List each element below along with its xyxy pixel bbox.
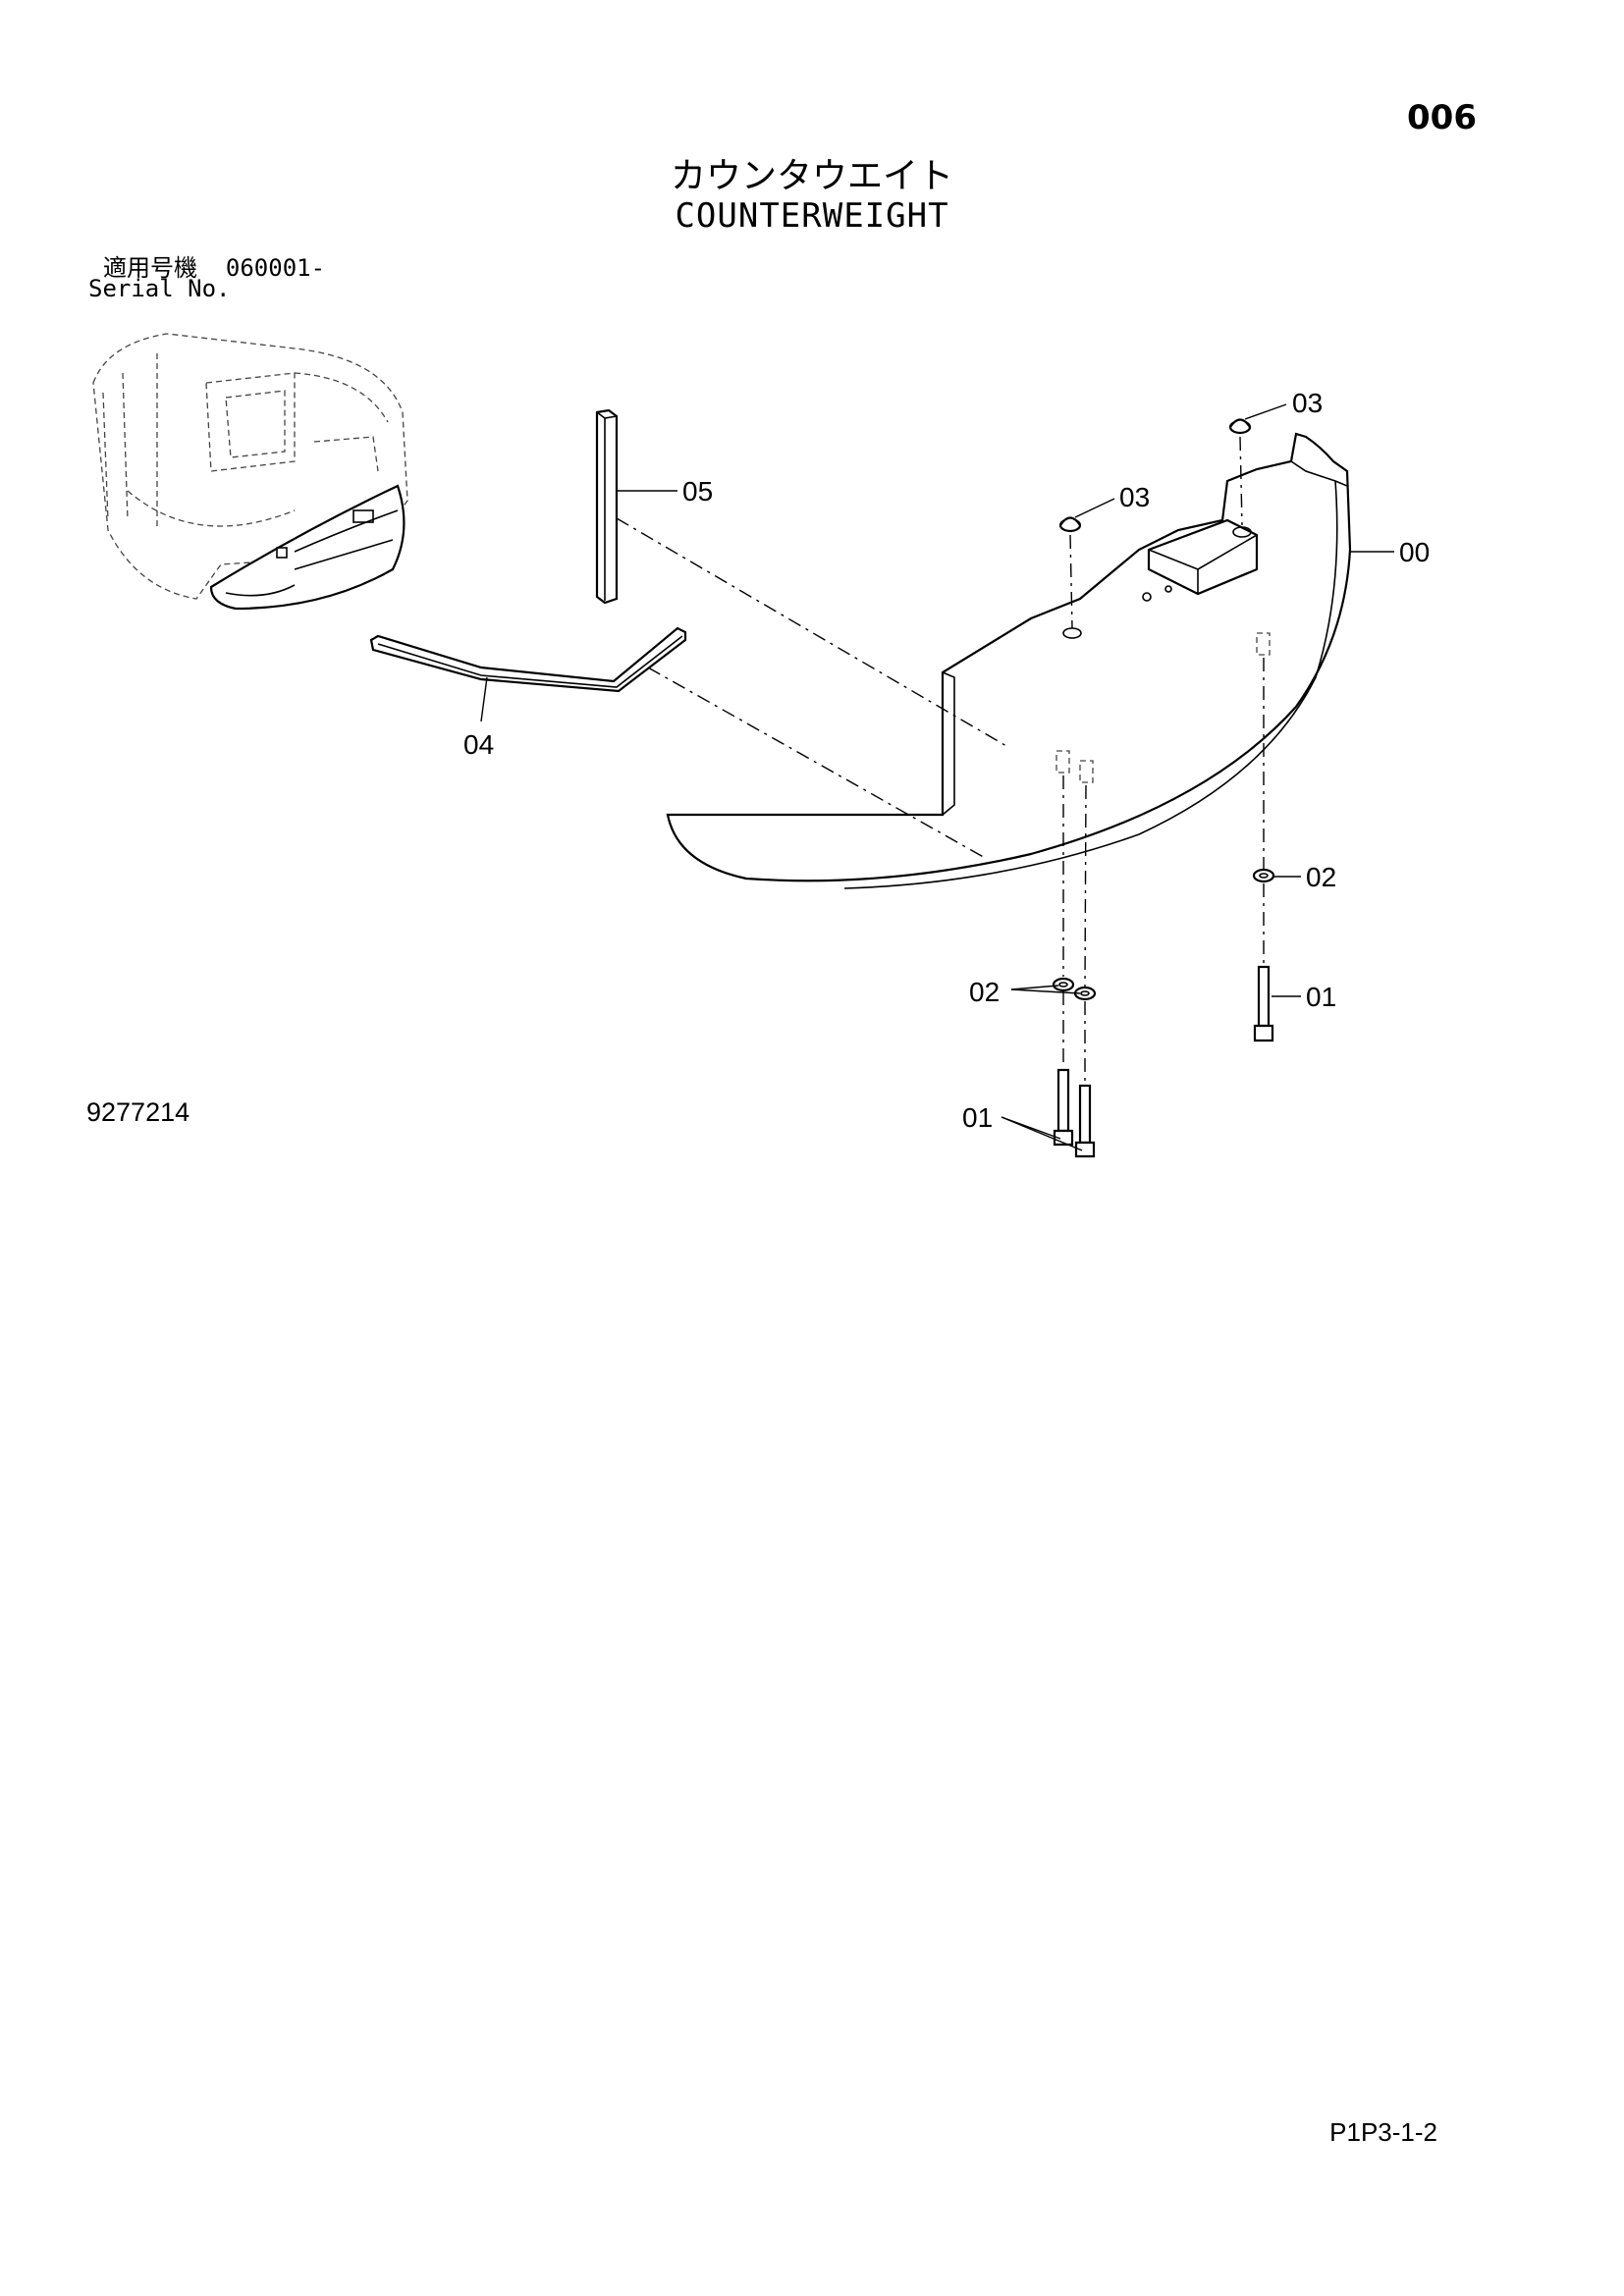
part-04-strip xyxy=(369,626,687,693)
callout-02-right: 02 xyxy=(1306,862,1336,892)
serial-label-en: Serial No. xyxy=(88,275,231,302)
callout-04: 04 xyxy=(463,729,494,760)
machine-location-illustration xyxy=(92,333,408,611)
assembly-centerlines xyxy=(616,436,1265,1084)
callout-00: 00 xyxy=(1399,537,1430,567)
serial-label-jp: 適用号機 xyxy=(103,254,197,282)
callout-01-left: 01 xyxy=(962,1102,993,1133)
part-03-caps xyxy=(1058,418,1252,639)
callout-leaders xyxy=(480,403,1394,1151)
callout-03-upper: 03 xyxy=(1292,388,1323,418)
title-japanese: カウンタウエイト xyxy=(670,156,953,196)
serial-applicability: 適用号機 060001- xyxy=(103,248,325,283)
title-english: COUNTERWEIGHT xyxy=(675,196,949,236)
callout-02-left: 02 xyxy=(969,977,1000,1007)
part-05-bar xyxy=(595,408,619,605)
callout-03-lower: 03 xyxy=(1119,482,1150,512)
part-02-washers xyxy=(1052,868,1275,1001)
callout-05: 05 xyxy=(682,476,713,507)
drawing-number: 9277214 xyxy=(86,1097,190,1127)
page-number: 006 xyxy=(1407,98,1477,137)
page-reference: P1P3-1-2 xyxy=(1329,2117,1437,2147)
serial-range: 060001- xyxy=(225,254,326,282)
callout-01-right: 01 xyxy=(1306,982,1336,1012)
part-00-counterweight xyxy=(666,432,1352,889)
part-01-bolts xyxy=(1053,632,1274,1158)
